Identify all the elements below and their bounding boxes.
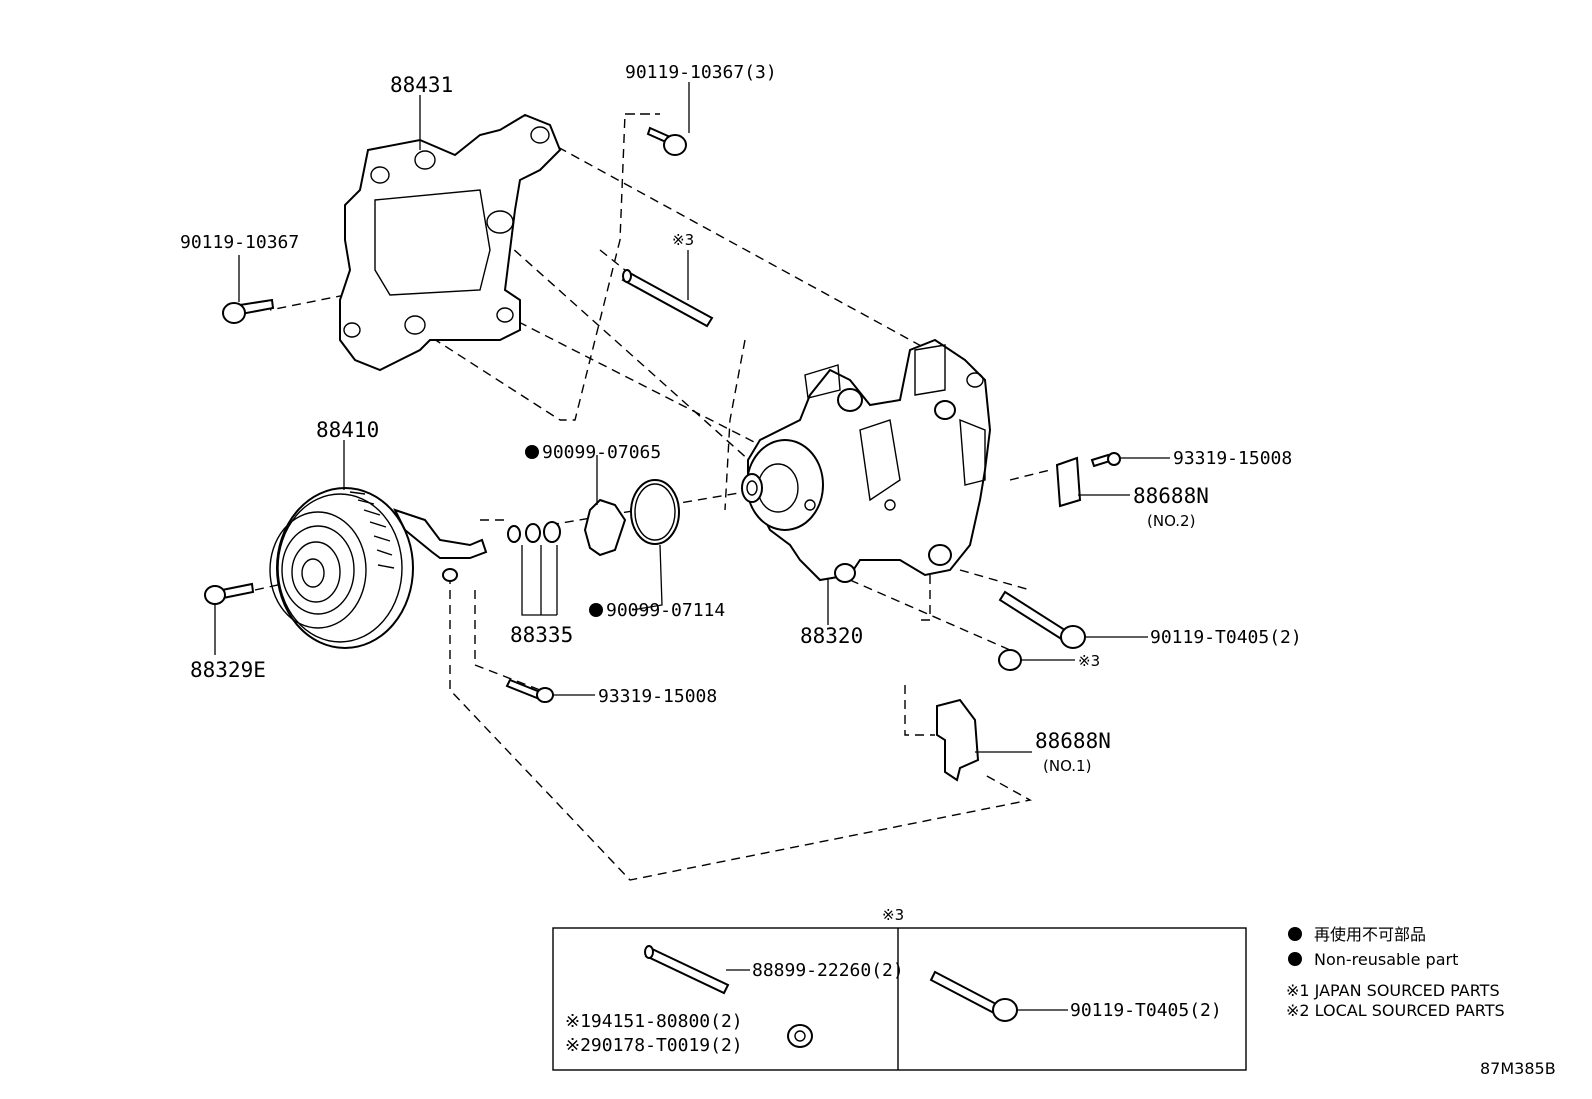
callout-sensor-bracket-screw: 93319-15008 xyxy=(1173,448,1292,469)
legend-note1: ※1 JAPAN SOURCED PARTS xyxy=(1286,981,1500,1000)
callout-bracket-no2-sub: (NO.2) xyxy=(1147,512,1195,530)
legend: 再使用不可部品 Non-reusable part ※1 JAPAN SOURC… xyxy=(1286,925,1505,1020)
callout-bracket-no1: 88688N xyxy=(1035,729,1111,753)
legend-note2: ※2 LOCAL SOURCED PARTS xyxy=(1286,1001,1505,1020)
non-reusable-dot-b xyxy=(589,603,603,617)
leader-lines xyxy=(214,82,1170,753)
stud xyxy=(621,269,714,328)
callout-compressor-bolt: 90119-T0405(2) xyxy=(1150,627,1302,648)
legend-jp: 再使用不可部品 xyxy=(1314,925,1426,944)
snap-ring-a xyxy=(583,498,627,557)
callout-ring-a: 90099-07065 xyxy=(542,442,661,463)
box-nut xyxy=(787,1024,813,1048)
magnetic-clutch xyxy=(269,487,488,649)
compressor-bracket xyxy=(339,113,562,372)
box-stud-label: 88899-22260(2) xyxy=(752,960,904,981)
callout-bracket-bolt-top: 90119-10367(3) xyxy=(625,62,777,83)
sensor-bracket-no1 xyxy=(936,698,980,782)
center-bolt xyxy=(204,582,255,605)
callout-bracket-no2: 88688N xyxy=(1133,484,1209,508)
legend-dot-jp xyxy=(1288,927,1302,941)
box-bolt xyxy=(929,970,1018,1022)
callout-bracket-bolt-left: 90119-10367 xyxy=(180,232,299,253)
callout-shims: 88335 xyxy=(510,623,573,647)
non-reusable-dot-a xyxy=(525,445,539,459)
reference-box: ※3 88899-22260(2) ※194151-80800(2) ※2901… xyxy=(552,906,1247,1071)
callouts: 88431 90119-10367(3) 90119-10367 ※3 8841… xyxy=(180,62,1302,775)
sensor-bracket-no2 xyxy=(1055,456,1082,508)
bracket-bolt-top xyxy=(646,126,687,156)
callout-sensor-screw: 93319-15008 xyxy=(598,686,717,707)
callout-center-bolt: 88329E xyxy=(190,658,266,682)
compressor xyxy=(741,338,992,583)
sensor-screw xyxy=(505,678,554,703)
legend-en: Non-reusable part xyxy=(1314,950,1458,969)
callout-nut-mark: ※3 xyxy=(1078,652,1100,670)
compressor-bolt xyxy=(998,590,1086,649)
snap-ring-b xyxy=(630,479,680,545)
callout-ring-b: 90099-07114 xyxy=(606,600,725,621)
callout-stud-mark: ※3 xyxy=(672,231,694,249)
callout-clutch: 88410 xyxy=(316,418,379,442)
callout-bracket-no1-sub: (NO.1) xyxy=(1043,757,1091,775)
bracket-bolt-left xyxy=(222,298,275,324)
diagram-id: 87M385B xyxy=(1480,1059,1556,1078)
callout-bracket: 88431 xyxy=(390,73,453,97)
compressor-nut xyxy=(998,649,1022,671)
box-nut-a-label: ※194151-80800(2) xyxy=(565,1011,743,1032)
callout-compressor: 88320 xyxy=(800,624,863,648)
box-stud xyxy=(644,945,730,995)
box-mark: ※3 xyxy=(882,906,904,924)
shims xyxy=(507,521,561,543)
sensor-bracket-screw xyxy=(1090,452,1121,468)
legend-dot-en xyxy=(1288,952,1302,966)
box-nut-b-label: ※290178-T0019(2) xyxy=(565,1035,743,1056)
box-bolt-label: 90119-T0405(2) xyxy=(1070,1000,1222,1021)
